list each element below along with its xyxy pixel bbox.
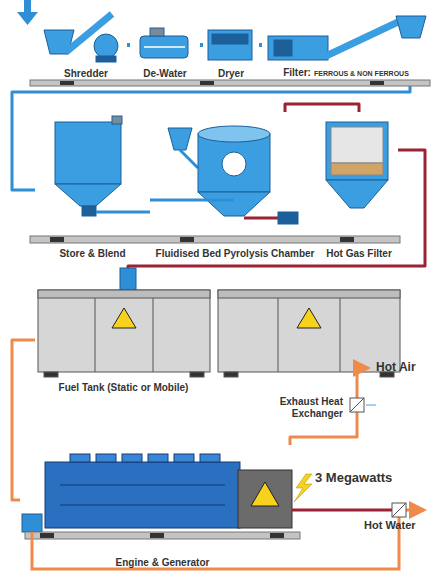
pipe-connector (285, 104, 359, 112)
fuel-tanks (38, 268, 400, 377)
equipment-label: Engine & Generator (116, 557, 210, 568)
input-arrow (17, 0, 38, 25)
pipe-connector (200, 43, 203, 47)
equipment-label: Dryer (218, 68, 244, 79)
pipe-connector (127, 43, 130, 47)
label-group: Shredder (63, 68, 109, 80)
pyrolysis-chamber (152, 126, 298, 224)
output-label: Hot Air (376, 360, 416, 374)
equipment-label: Shredder (64, 68, 108, 79)
label-group: Hot Gas Filter (325, 248, 393, 260)
equipment-label: FERROUS & NON FERROUS (314, 70, 409, 77)
dewater-machine (140, 28, 188, 58)
equipment-label: Store & Blend (59, 248, 125, 259)
equipment-label: Exhaust Heat Exchanger (280, 396, 343, 419)
equipment-node: Dryer (203, 8, 259, 80)
equipment-node: Shredder (45, 8, 127, 80)
equipment-node: Filter:FERROUS & NON FERROUS (262, 8, 430, 80)
power-bolt (294, 474, 312, 502)
equipment-label: Filter: (283, 67, 311, 78)
pipe-connector (150, 199, 152, 202)
hot-water-exchanger (32, 503, 424, 569)
filter-machine (268, 16, 426, 60)
engine-generator (22, 454, 300, 539)
equipment-label: Fluidised Bed Pyrolysis Chamber (156, 248, 315, 259)
label-group: Exhaust Heat Exchanger (262, 396, 344, 420)
pipe-connector (290, 430, 357, 445)
equipment-node: Exhaust Heat Exchanger (262, 385, 372, 430)
pipe-connector (259, 43, 262, 47)
label-group: Fluidised Bed Pyrolysis Chamber (155, 248, 316, 260)
equipment-node: Fuel Tank (Static or Mobile) (35, 278, 212, 394)
equipment-label: Hot Gas Filter (326, 248, 392, 259)
equipment-label: De-Water (143, 68, 187, 79)
skid-frame (30, 80, 430, 86)
dryer-machine (208, 30, 252, 60)
label-group: Store & Blend (58, 248, 126, 260)
exhaust-exchanger-icon (350, 368, 376, 430)
equipment-label: Fuel Tank (Static or Mobile) (59, 382, 189, 393)
equipment-node: Store & Blend (35, 112, 150, 260)
equipment-node: Fluidised Bed Pyrolysis Chamber (152, 112, 318, 260)
equipment-node: Hot Gas Filter (320, 112, 398, 260)
pipe-connector (128, 150, 425, 278)
label-group: Filter:FERROUS & NON FERROUS (282, 67, 410, 80)
shredder-machine (44, 14, 118, 62)
pipe-connector (12, 340, 35, 500)
store-blend-tank (55, 116, 150, 216)
label-group: Dryer (217, 68, 245, 80)
skid-frame (30, 236, 400, 243)
equipment-node: De-Water (130, 8, 200, 80)
output-label: Hot Water (364, 519, 416, 531)
equipment-node: Engine & Generator (20, 445, 305, 569)
output-label: 3 Megawatts (315, 470, 392, 485)
label-group: Fuel Tank (Static or Mobile) (58, 382, 190, 394)
label-group: De-Water (142, 68, 188, 80)
label-group: Engine & Generator (115, 557, 211, 569)
hot-gas-filter (326, 122, 388, 208)
